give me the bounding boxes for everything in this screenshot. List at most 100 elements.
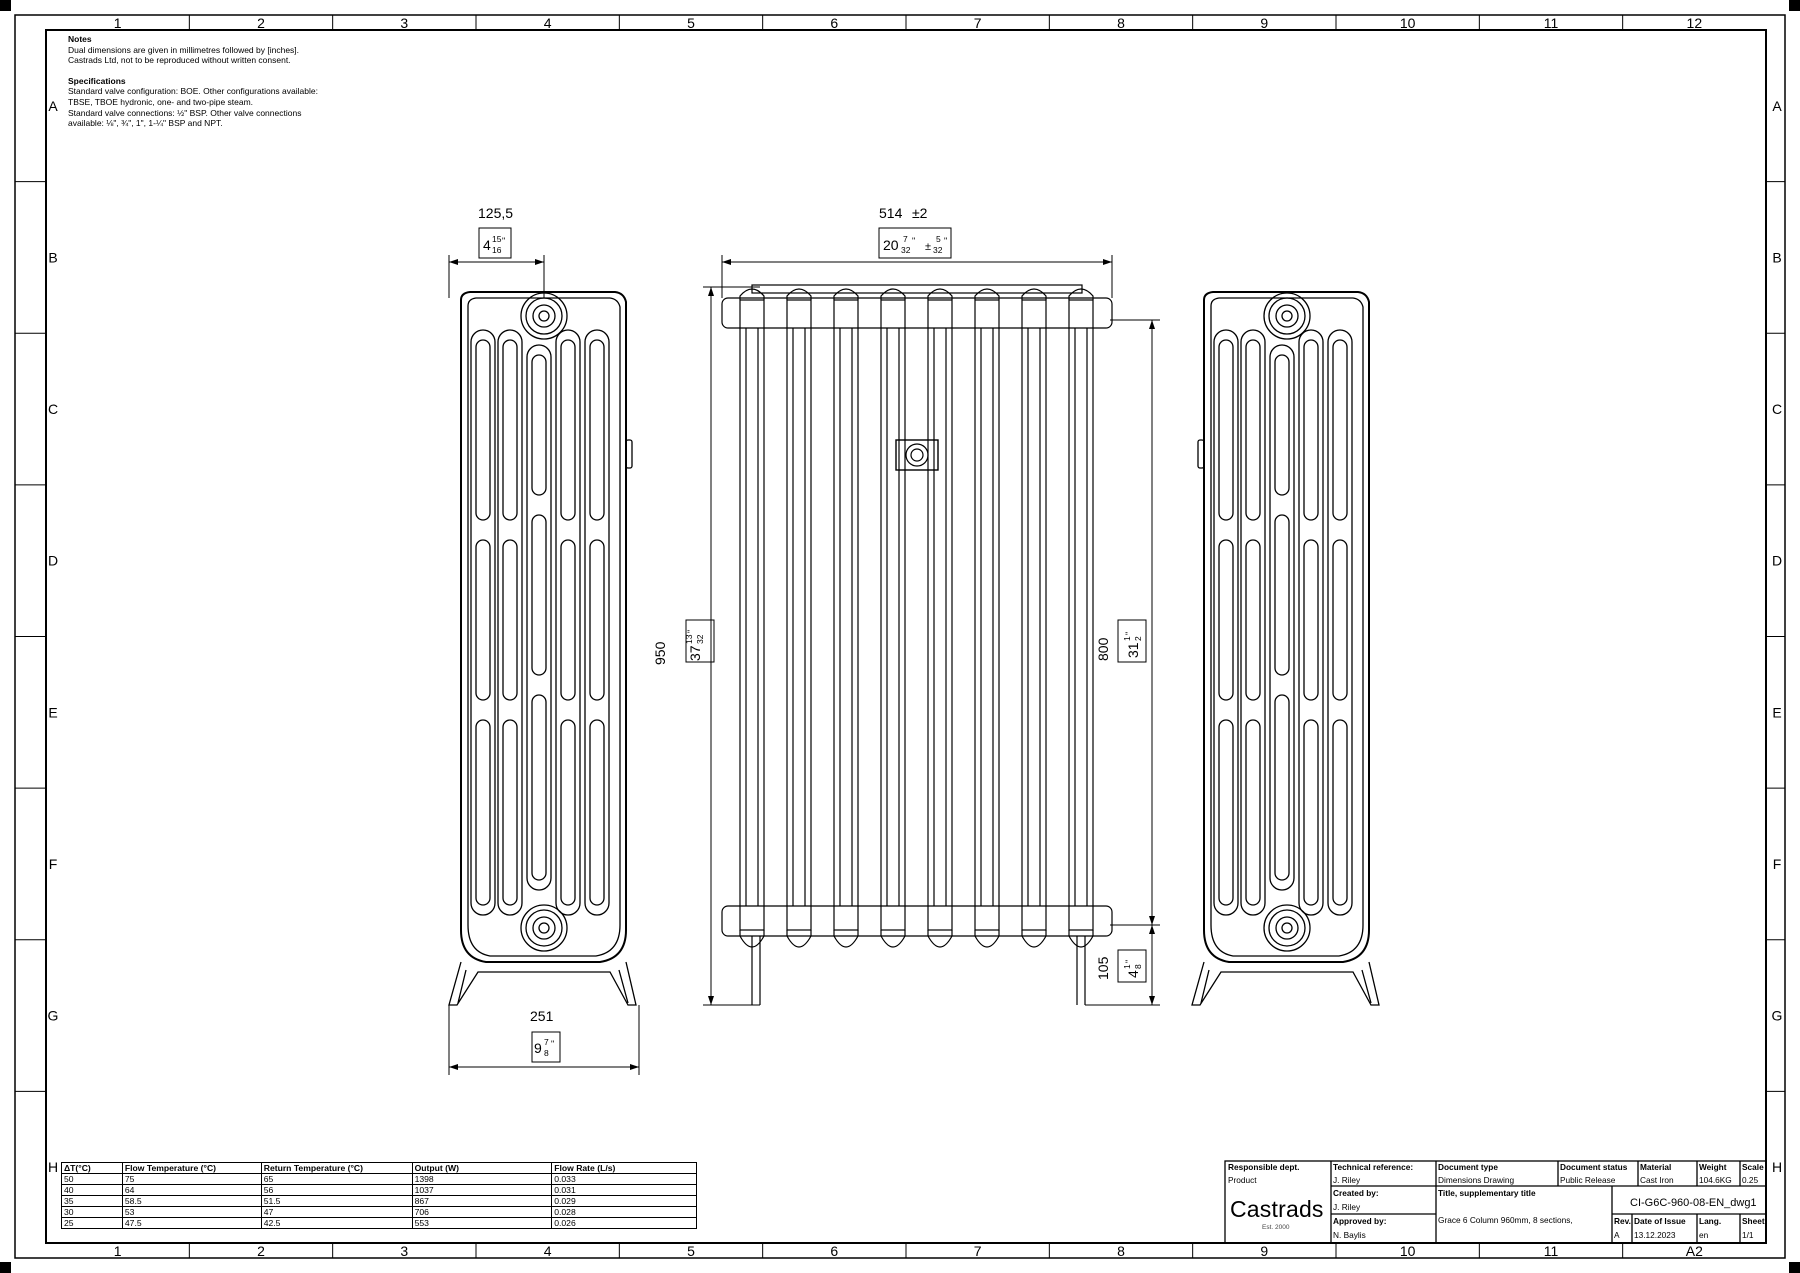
plug-ring [525, 297, 563, 335]
side-view-left [448, 291, 637, 1006]
dim-height-mm: 950 [652, 641, 668, 665]
table-cell: 30 [61, 1206, 123, 1218]
dim-width-tol-in-num: 5 [936, 234, 941, 244]
scale-label: Scale [1742, 1162, 1764, 1172]
dim-height-in-num: 13 [684, 634, 694, 644]
dim-height-in-den: 32 [695, 634, 705, 644]
table-cell: 1037 [411, 1184, 553, 1196]
document-status-label: Document status [1560, 1162, 1628, 1172]
section-top [880, 288, 906, 300]
outer-border [14, 14, 1786, 1259]
table-row: 30 53 47 706 0.028 [61, 1206, 697, 1218]
table-row: 50 75 65 1398 0.033 [61, 1173, 697, 1185]
tube-inner [1274, 694, 1290, 881]
spec-line: TBSE, TBOE hydronic, one- and two-pipe s… [68, 96, 254, 107]
row-label: B [48, 249, 57, 265]
column-label: 4 [544, 15, 552, 31]
tube-inner [560, 539, 576, 701]
document-type-value: Dimensions Drawing [1438, 1175, 1515, 1185]
column-label: 3 [400, 15, 408, 31]
section [739, 299, 765, 931]
section-top [974, 288, 1000, 300]
dim-width-tol-in-den: 32 [933, 245, 943, 255]
table-cell: 35 [61, 1195, 123, 1207]
approved-by-label: Approved by: [1333, 1216, 1387, 1226]
tube [1240, 329, 1266, 916]
dimension-arrows [449, 259, 1155, 1070]
notes-line: Dual dimensions are given in millimetres… [68, 44, 300, 55]
plug-ring [1268, 297, 1306, 335]
table-cell: 706 [411, 1206, 553, 1218]
column-label: 7 [974, 1243, 982, 1259]
dim-width-tol-in-pm: ± [925, 241, 931, 253]
table-cell: 1398 [411, 1173, 553, 1185]
row-label: C [1772, 401, 1782, 417]
material-value: Cast Iron [1640, 1175, 1674, 1185]
front-view [721, 284, 1113, 1005]
side-view-right [1191, 291, 1380, 1006]
weight-value: 104.6KG [1699, 1175, 1732, 1185]
table-cell: 47.5 [121, 1217, 262, 1229]
tube [1269, 344, 1295, 891]
table-cell: 0.033 [551, 1173, 697, 1185]
dim-floor-in-den: 8 [1133, 964, 1143, 969]
date-label: Date of Issue [1634, 1216, 1686, 1226]
document-number: CI-G6C-960-08-EN_dwg1 [1630, 1197, 1757, 1209]
notes-line: Castrads Ltd, not to be reproduced witho… [68, 55, 291, 66]
tube-inner [502, 719, 518, 906]
dim-width-in-mark: " [912, 236, 915, 246]
row-label: A [48, 98, 58, 114]
dim-foot-in-mark: " [551, 1039, 554, 1049]
column-label: 11 [1544, 15, 1559, 31]
technical-reference-label: Technical reference: [1333, 1162, 1414, 1172]
tube [1298, 329, 1324, 916]
tube-inner [1303, 719, 1319, 906]
created-by-value: J. Riley [1333, 1202, 1361, 1212]
top-rail [751, 284, 1083, 294]
tube-inner [589, 339, 605, 521]
table-header-row: ΔT(°C) Flow Temperature (°C) Return Temp… [61, 1162, 697, 1174]
spec-line: available: ⅛", ¾", 1", 1-¼" BSP and NPT. [68, 118, 223, 129]
spec-line: Standard valve configuration: BOE. Other… [68, 86, 318, 97]
row-label: H [48, 1159, 58, 1175]
column-label: 8 [1117, 15, 1125, 31]
section [974, 299, 1000, 931]
dim-foot-in-whole: 9 [534, 1040, 542, 1056]
plug [1263, 292, 1311, 340]
column-label: 6 [830, 15, 838, 31]
table-cell: 40 [61, 1184, 123, 1196]
section [880, 299, 906, 931]
tube-inner [531, 694, 547, 881]
plug-ring [1268, 909, 1306, 947]
tube-inner [1218, 719, 1234, 906]
tube [526, 344, 552, 891]
tube-inner [1332, 719, 1348, 906]
dim-centres-in-whole: 31 [1125, 642, 1141, 658]
dim-height-in-whole: 37 [687, 645, 703, 661]
tube [470, 329, 496, 916]
table-row: 40 64 56 1037 0.031 [61, 1184, 697, 1196]
dim-floor-in-num: 1 [1122, 964, 1132, 969]
title-block-frame [1224, 1160, 1767, 1244]
spec-line: Standard valve connections: ½" BSP. Othe… [68, 107, 302, 118]
output-table: ΔT(°C) Flow Temperature (°C) Return Temp… [61, 1162, 697, 1229]
row-label: E [1772, 704, 1781, 720]
section [927, 299, 953, 931]
column-label: 8 [1117, 1243, 1125, 1259]
table-cell: 51.5 [260, 1195, 413, 1207]
column-label: 10 [1400, 15, 1416, 31]
table-cell: 58.5 [121, 1195, 262, 1207]
section-top [1021, 288, 1047, 300]
dim-centres-in-den: 2 [1133, 636, 1143, 641]
plug-core [538, 310, 550, 322]
tube-inner [1245, 539, 1261, 701]
tube-inner [589, 539, 605, 701]
section-bottom [1021, 930, 1047, 948]
plug [520, 292, 568, 340]
column-label: 7 [974, 15, 982, 31]
column-label: 1 [114, 15, 122, 31]
dim-centres-in-num: 1 [1122, 636, 1132, 641]
row-label: B [1772, 249, 1781, 265]
tube-inner [1245, 339, 1261, 521]
